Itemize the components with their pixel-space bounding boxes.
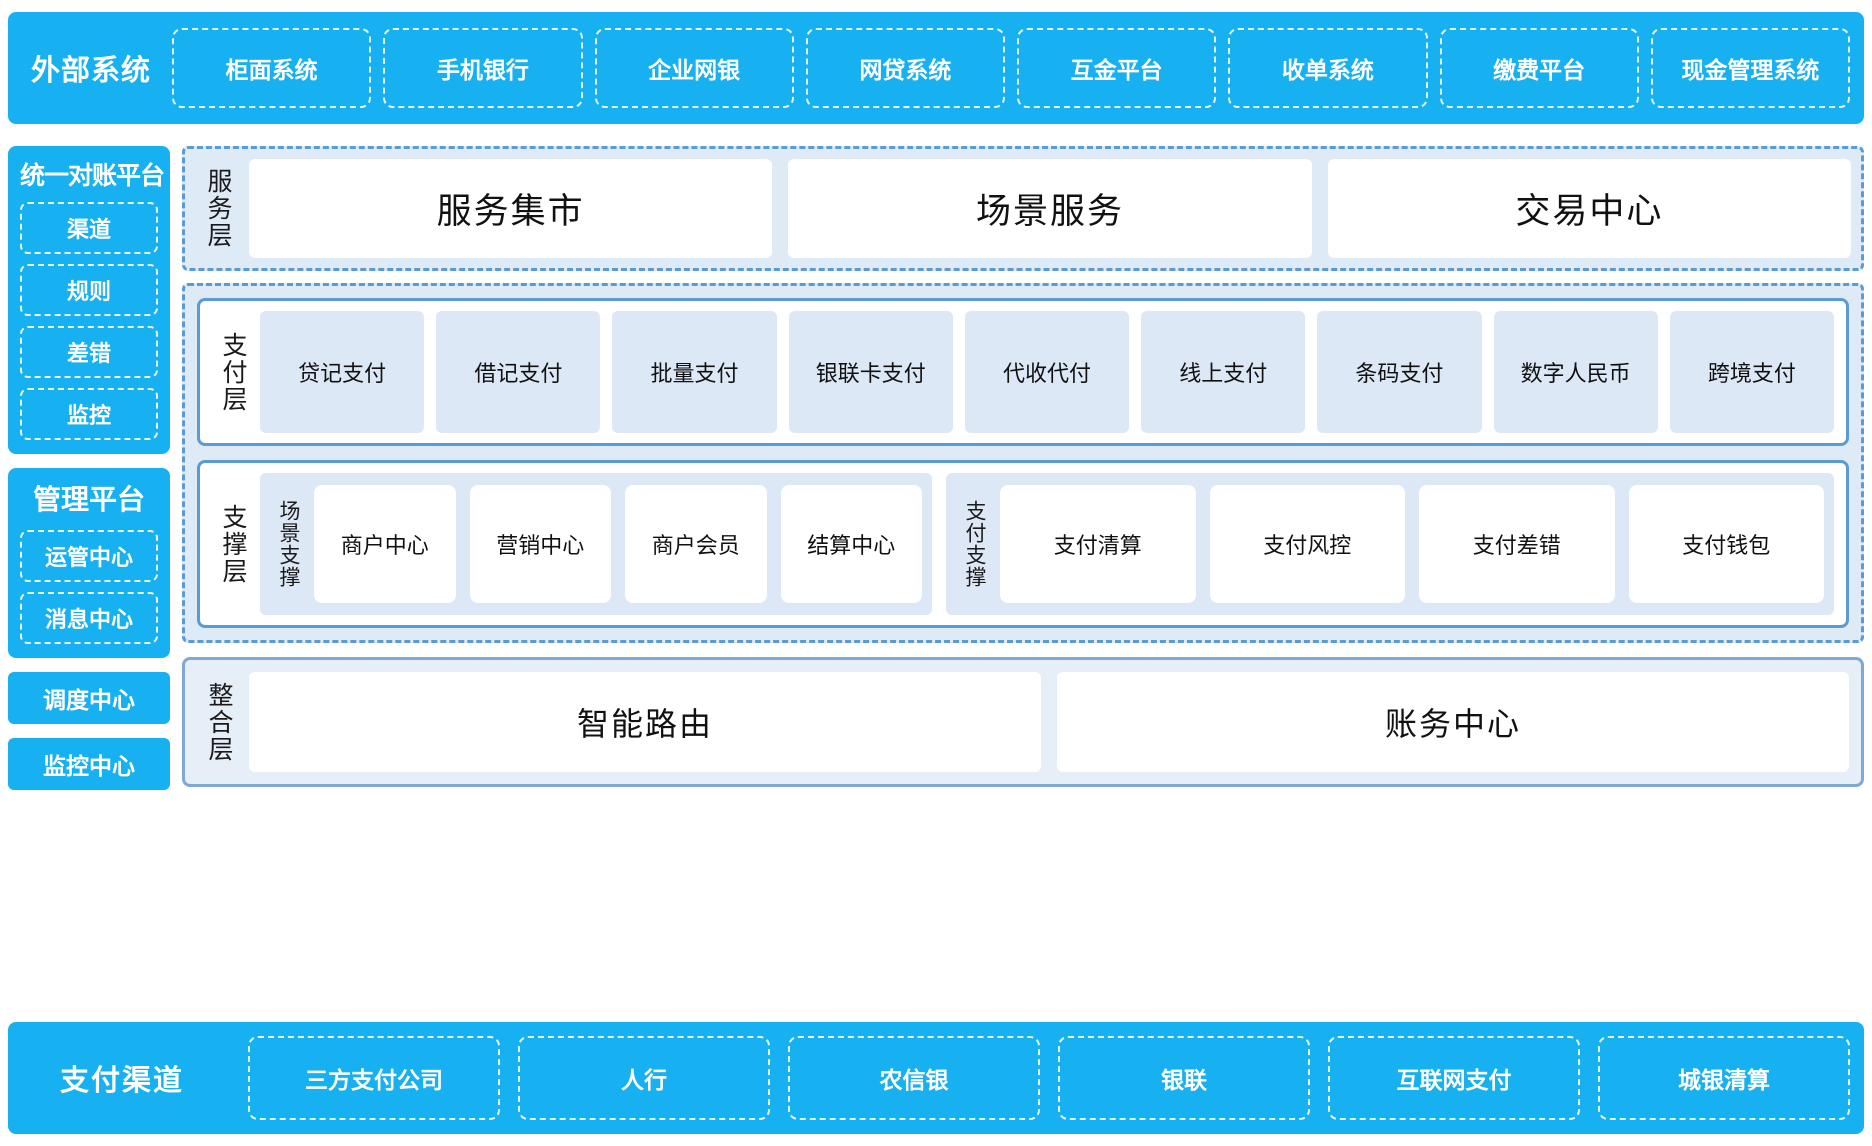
- external-system-item[interactable]: 收单系统: [1228, 28, 1428, 108]
- scene-support-label: 场景支撑: [277, 500, 300, 588]
- support-item-merchant-membership[interactable]: 商户会员: [625, 485, 767, 603]
- external-system-item[interactable]: 手机银行: [383, 28, 583, 108]
- service-layer-label: 服务层: [204, 168, 232, 249]
- channel-item-unionpay[interactable]: 银联: [1058, 1036, 1310, 1120]
- management-platform-title: 管理平台: [32, 484, 145, 515]
- support-item-payment-wallet[interactable]: 支付钱包: [1628, 485, 1824, 603]
- payment-item-online[interactable]: 线上支付: [1141, 311, 1306, 433]
- sidebar-item-monitoring-center[interactable]: 监控中心: [8, 738, 170, 790]
- support-item-payment-error[interactable]: 支付差错: [1419, 485, 1615, 603]
- support-item-payment-risk[interactable]: 支付风控: [1209, 485, 1405, 603]
- sidebar-item-rule[interactable]: 规则: [20, 264, 158, 316]
- service-layer-panel: 服务层 服务集市 场景服务 交易中心: [182, 146, 1864, 271]
- support-item-payment-clearing[interactable]: 支付清算: [1000, 485, 1196, 603]
- payment-channels-bar: 支付渠道 三方支付公司 人行 农信银 银联 互联网支付 城银清算: [8, 1022, 1864, 1134]
- external-system-item[interactable]: 缴费平台: [1439, 28, 1639, 108]
- payment-support-group: 支付支撑 支付清算 支付风控 支付差错 支付钱包: [946, 473, 1834, 615]
- payment-item-barcode[interactable]: 条码支付: [1317, 311, 1482, 433]
- management-platform-card: 管理平台 运管中心 消息中心: [8, 468, 170, 658]
- external-system-item[interactable]: 现金管理系统: [1650, 28, 1850, 108]
- payment-item-unionpay-card[interactable]: 银联卡支付: [788, 311, 953, 433]
- left-sidebar: 统一对账平台 渠道 规则 差错 监控 管理平台 运管中心 消息中心 调度中心 监…: [8, 146, 170, 804]
- payment-layer-label: 支付层: [219, 331, 247, 413]
- external-system-item[interactable]: 柜面系统: [172, 28, 372, 108]
- channel-item-third-party[interactable]: 三方支付公司: [248, 1036, 500, 1120]
- payment-item-credit[interactable]: 贷记支付: [260, 311, 425, 433]
- payment-channels-list: 三方支付公司 人行 农信银 银联 互联网支付 城银清算: [248, 1036, 1850, 1120]
- payment-item-debit[interactable]: 借记支付: [436, 311, 601, 433]
- sidebar-item-message-center[interactable]: 消息中心: [20, 592, 158, 644]
- support-item-merchant-center[interactable]: 商户中心: [314, 485, 456, 603]
- sidebar-item-operations-center[interactable]: 运管中心: [20, 530, 158, 582]
- external-systems-list: 柜面系统 手机银行 企业网银 网贷系统 互金平台 收单系统 缴费平台 现金管理系…: [172, 28, 1850, 108]
- service-item-market[interactable]: 服务集市: [249, 159, 773, 258]
- support-item-settlement-center[interactable]: 结算中心: [780, 485, 922, 603]
- platform-main-area: 服务层 服务集市 场景服务 交易中心 支付层 贷记支付 借记支付 批量支付 银联…: [182, 146, 1864, 787]
- integration-item-smart-routing[interactable]: 智能路由: [249, 672, 1041, 772]
- payment-item-digital-rmb[interactable]: 数字人民币: [1493, 311, 1658, 433]
- service-item-transaction-center[interactable]: 交易中心: [1327, 159, 1851, 258]
- channel-item-rcc[interactable]: 农信银: [788, 1036, 1040, 1120]
- payment-item-cross-border[interactable]: 跨境支付: [1669, 311, 1834, 433]
- support-layer-panel: 支撑层 场景支撑 商户中心 营销中心 商户会员 结算中心: [197, 460, 1849, 628]
- external-systems-bar: 外部系统 柜面系统 手机银行 企业网银 网贷系统 互金平台 收单系统 缴费平台 …: [8, 12, 1864, 124]
- integration-layer-items: 智能路由 账务中心: [249, 672, 1849, 772]
- service-layer-items: 服务集市 场景服务 交易中心: [249, 159, 1851, 258]
- channel-item-internet-payment[interactable]: 互联网支付: [1328, 1036, 1580, 1120]
- integration-item-accounting-center[interactable]: 账务中心: [1057, 672, 1849, 772]
- integration-layer-panel: 整合层 智能路由 账务中心: [182, 657, 1864, 787]
- sidebar-item-error[interactable]: 差错: [20, 326, 158, 378]
- payment-item-batch[interactable]: 批量支付: [612, 311, 777, 433]
- external-system-item[interactable]: 网贷系统: [805, 28, 1005, 108]
- external-systems-title: 外部系统: [30, 55, 151, 87]
- sidebar-item-scheduling-center[interactable]: 调度中心: [8, 672, 170, 724]
- reconciliation-platform-title: 统一对账平台: [20, 162, 165, 190]
- payment-support-label: 支付支撑: [963, 500, 986, 588]
- sidebar-item-monitor[interactable]: 监控: [20, 388, 158, 440]
- support-item-marketing-center[interactable]: 营销中心: [469, 485, 611, 603]
- reconciliation-platform-card: 统一对账平台 渠道 规则 差错 监控: [8, 146, 170, 454]
- scene-support-group: 场景支撑 商户中心 营销中心 商户会员 结算中心: [260, 473, 932, 615]
- support-layer-groups: 场景支撑 商户中心 营销中心 商户会员 结算中心 支付支撑 支付清算: [260, 473, 1834, 615]
- external-system-item[interactable]: 企业网银: [594, 28, 794, 108]
- service-item-scene[interactable]: 场景服务: [788, 159, 1312, 258]
- channel-item-cityclearing[interactable]: 城银清算: [1598, 1036, 1850, 1120]
- payment-channels-title: 支付渠道: [59, 1065, 184, 1097]
- sidebar-item-channel[interactable]: 渠道: [20, 202, 158, 254]
- payment-layer-panel: 支付层 贷记支付 借记支付 批量支付 银联卡支付 代收代付 线上支付 条码支付 …: [197, 298, 1849, 446]
- support-layer-label: 支撑层: [219, 503, 247, 585]
- payment-item-collection-payment[interactable]: 代收代付: [964, 311, 1130, 433]
- channel-item-pboc[interactable]: 人行: [518, 1036, 770, 1120]
- payment-layer-items: 贷记支付 借记支付 批量支付 银联卡支付 代收代付 线上支付 条码支付 数字人民…: [260, 311, 1834, 433]
- core-layers-panel: 支付层 贷记支付 借记支付 批量支付 银联卡支付 代收代付 线上支付 条码支付 …: [182, 283, 1864, 643]
- external-system-item[interactable]: 互金平台: [1017, 28, 1217, 108]
- integration-layer-label: 整合层: [205, 681, 233, 763]
